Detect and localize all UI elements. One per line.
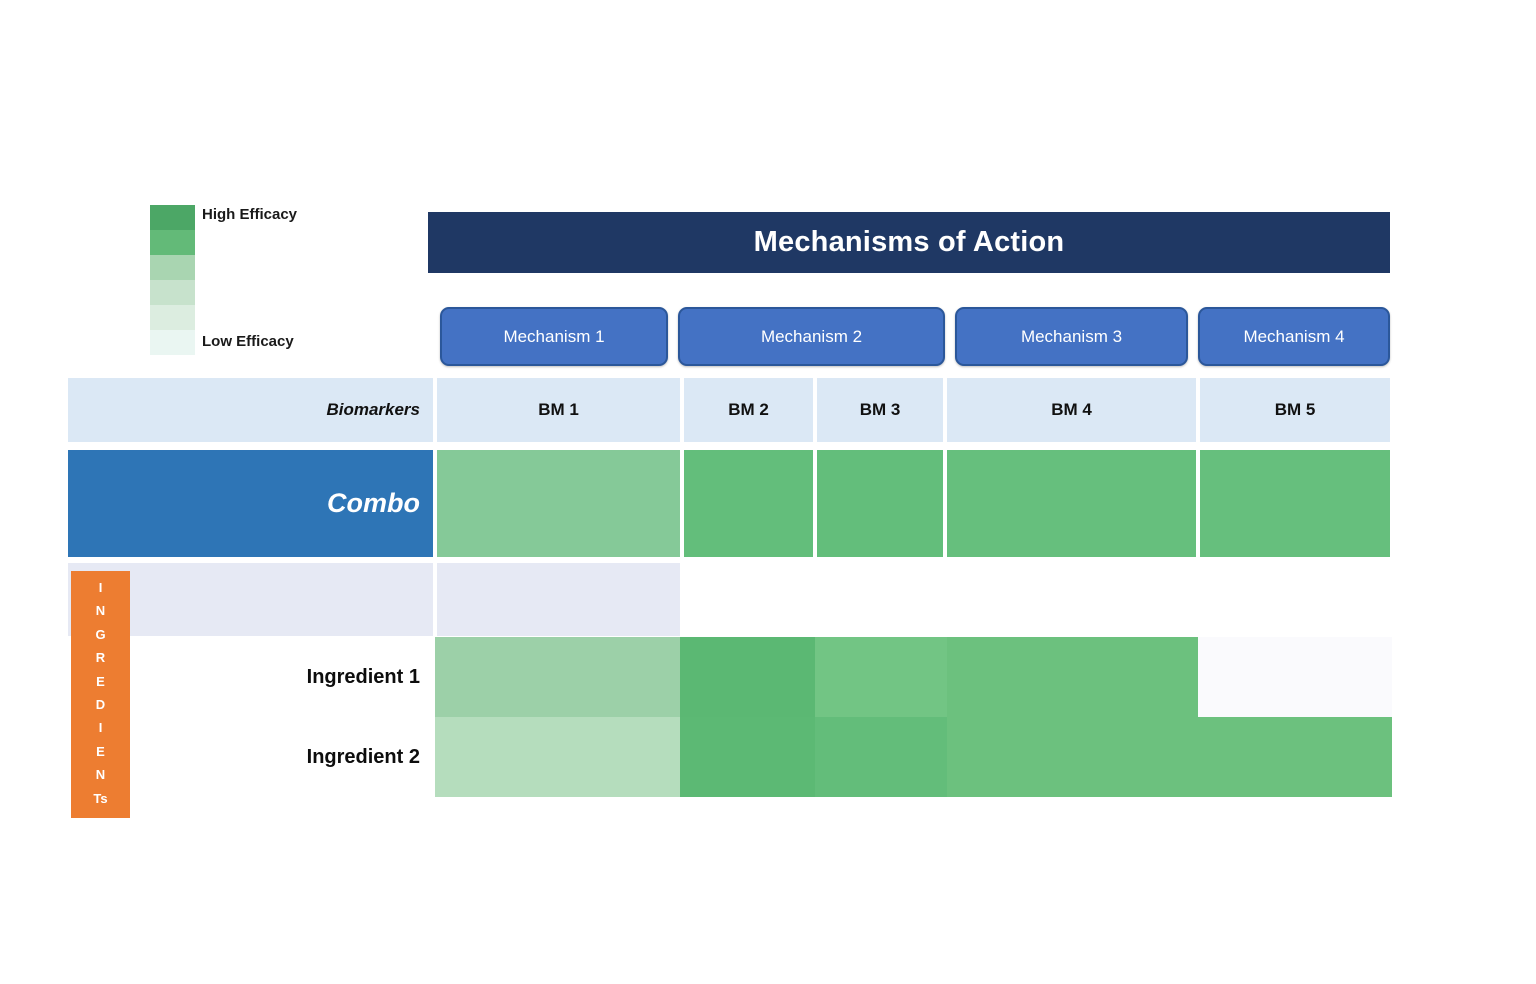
legend-low-efficacy-label: Low Efficacy xyxy=(202,333,294,350)
heatmap-cell-ingredient1-bm1 xyxy=(435,637,680,717)
mechanism-1-header: Mechanism 1 xyxy=(440,307,668,366)
combo-row-label: Combo xyxy=(68,450,433,557)
heatmap-cell-ingredient2-bm1 xyxy=(435,717,680,797)
legend-swatch-high xyxy=(150,205,195,230)
heatmap-cell-ingredient2-bm5 xyxy=(1198,717,1392,797)
spacer-row-bm1 xyxy=(437,563,680,636)
heatmap-cell-ingredient1-bm3 xyxy=(815,637,947,717)
mechanism-2-header: Mechanism 2 xyxy=(678,307,945,366)
column-header-bm1: BM 1 xyxy=(437,378,680,442)
ingredient-2-row-label: Ingredient 2 xyxy=(306,745,420,768)
column-header-bm3: BM 3 xyxy=(817,378,943,442)
legend-swatch-4 xyxy=(150,280,195,305)
heatmap-cell-ingredient2-bm4 xyxy=(947,717,1198,797)
heatmap-cell-ingredient2-bm2 xyxy=(680,717,815,797)
mechanism-4-header: Mechanism 4 xyxy=(1198,307,1390,366)
heatmap-cell-ingredient1-bm2 xyxy=(680,637,815,717)
ingredient-1-row-label: Ingredient 1 xyxy=(306,665,420,688)
column-header-bm5: BM 5 xyxy=(1200,378,1390,442)
biomarkers-row-label: Biomarkers xyxy=(68,378,433,442)
ingredients-side-bar: I N G R E D I E N Ts xyxy=(71,571,130,818)
combo-row-label-text: Combo xyxy=(327,488,420,518)
legend-swatch-3 xyxy=(150,255,195,280)
heatmap-cell-combo-bm5 xyxy=(1200,450,1390,557)
legend-high-efficacy-label: High Efficacy xyxy=(202,206,298,223)
mechanism-3-header: Mechanism 3 xyxy=(955,307,1188,366)
chart-title: Mechanisms of Action xyxy=(753,226,1065,258)
legend-swatch-5 xyxy=(150,305,195,330)
legend-swatch-low xyxy=(150,330,195,355)
chart-title-bar: Mechanisms of Action xyxy=(428,212,1390,273)
column-header-bm4: BM 4 xyxy=(947,378,1196,442)
heatmap-cell-combo-bm2 xyxy=(684,450,813,557)
legend-swatch-2 xyxy=(150,230,195,255)
column-header-bm2: BM 2 xyxy=(684,378,813,442)
heatmap-cell-combo-bm3 xyxy=(817,450,943,557)
heatmap-cell-combo-bm4 xyxy=(947,450,1196,557)
heatmap-cell-ingredient2-bm3 xyxy=(815,717,947,797)
heatmap-cell-combo-bm1 xyxy=(437,450,680,557)
heatmap-cell-ingredient1-bm4 xyxy=(947,637,1198,717)
heatmap-cell-ingredient1-bm5 xyxy=(1198,637,1392,717)
